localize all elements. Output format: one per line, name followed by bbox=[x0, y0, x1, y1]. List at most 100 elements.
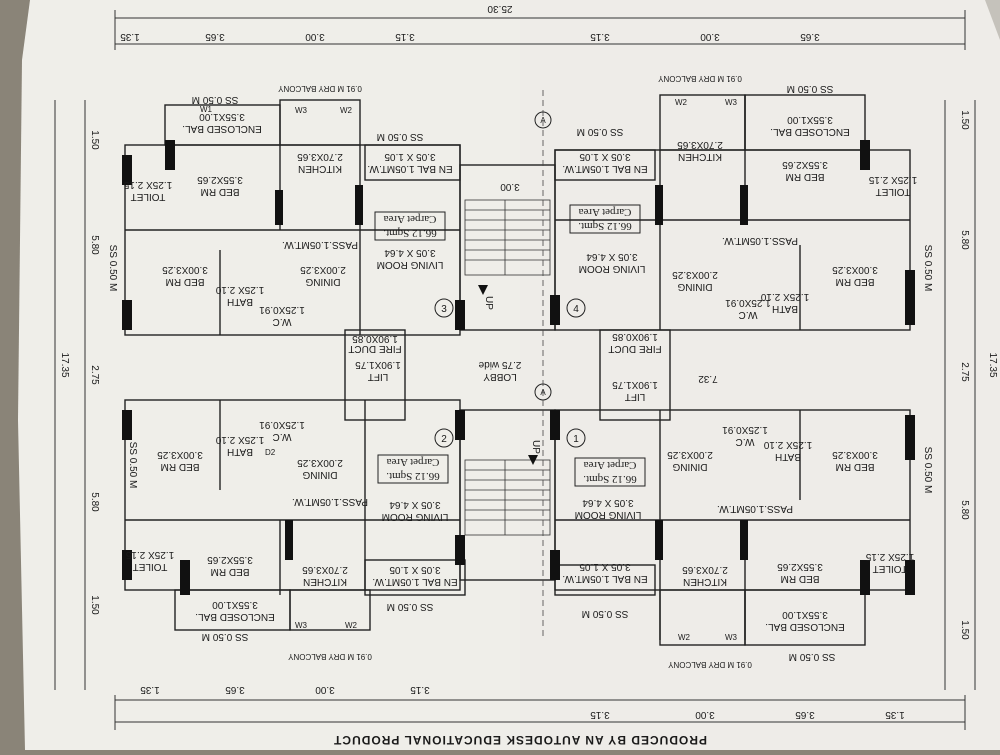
dim-left-5: 1.50 bbox=[89, 595, 100, 615]
dining-label: DINING bbox=[672, 461, 707, 472]
kitchen-label: KITCHEN bbox=[683, 576, 727, 587]
staircases bbox=[464, 199, 551, 536]
dim-left-total: 17.35 bbox=[59, 352, 70, 377]
wc-size: 1.25X0.91 bbox=[259, 419, 305, 430]
toilet-label: TOILET bbox=[133, 561, 168, 572]
passage-label: PASS.1.05MT.W. bbox=[292, 496, 368, 507]
enclosed-bal-size: 3.55X1.00 bbox=[787, 114, 833, 125]
flat-2-labels: Carpet Area 66.12 Sqmt. LIVING ROOM 3.05… bbox=[125, 419, 457, 661]
wc-label: W.C bbox=[273, 431, 292, 442]
sunshade-label: SS 0.50 M bbox=[922, 447, 933, 494]
bed2-label: BED RM bbox=[786, 171, 825, 182]
flat-number-2: 2 bbox=[441, 434, 447, 445]
bed2-size: 3.55X2.65 bbox=[207, 554, 253, 565]
wc-size: 1.25X0.91 bbox=[722, 424, 768, 435]
kitchen-label: KITCHEN bbox=[303, 576, 347, 587]
dim-top-1: 1.35 bbox=[120, 31, 140, 42]
bed1-size: 3.00X3.25 bbox=[162, 264, 208, 275]
dim-left-4: 5.80 bbox=[89, 492, 100, 512]
toilet-size: 1.25X 2.15 bbox=[123, 179, 172, 190]
up-arrow-icon bbox=[528, 455, 538, 465]
dining-size: 2.00X3.25 bbox=[672, 269, 718, 280]
living-room-label: LIVING ROOM bbox=[377, 259, 444, 270]
window-tag: W3 bbox=[725, 98, 738, 107]
en-bal-label: EN BAL 1.05MT.W. bbox=[372, 576, 457, 587]
fire-duct-left-size: 1.90X0.85 bbox=[352, 333, 398, 344]
kitchen-size: 2.70X3.65 bbox=[302, 564, 348, 575]
passage-label: PASS.1.05MT.W. bbox=[717, 503, 793, 514]
carpet-area-label: Carpet Area bbox=[383, 213, 436, 225]
window-tag: D2 bbox=[265, 448, 276, 457]
dim-right-1: 1.50 bbox=[959, 110, 970, 130]
sunshade-label: SS 0.50 M bbox=[577, 126, 624, 137]
enclosed-bal-size: 3.55X1.00 bbox=[199, 111, 245, 122]
sunshade-label: SS 0.50 M bbox=[127, 442, 138, 489]
flat-number-4: 4 bbox=[573, 304, 579, 315]
columns bbox=[122, 140, 915, 595]
living-room-label: LIVING ROOM bbox=[382, 511, 449, 522]
dry-balcony-label: 0.91 M DRY BALCONY bbox=[287, 652, 371, 661]
stair-up-label-bottom: UP bbox=[530, 440, 541, 454]
carpet-area-label: Carpet Area bbox=[583, 459, 636, 471]
up-arrow-icon bbox=[478, 285, 488, 295]
dry-balcony-label: 0.91 M DRY BALCONY bbox=[657, 74, 741, 83]
bed1-size: 3.00X3.25 bbox=[157, 449, 203, 460]
bed1-label: BED RM bbox=[836, 461, 875, 472]
dry-balcony-label: 0.91 M DRY BALCONY bbox=[277, 84, 361, 93]
dim-bottom-6: 3.00 bbox=[695, 709, 715, 720]
sunshade-label: SS 0.50 M bbox=[192, 94, 239, 105]
toilet-size: 1.25X 2.15 bbox=[865, 551, 914, 562]
bed2-label: BED RM bbox=[201, 186, 240, 197]
carpet-area-value: 66.12 Sqmt. bbox=[578, 220, 632, 232]
dim-left-2: 5.80 bbox=[89, 235, 100, 255]
carpet-area-value: 66.12 Sqmt. bbox=[583, 473, 637, 485]
dim-bottom-5: 3.15 bbox=[590, 709, 610, 720]
window-tag: W2 bbox=[675, 98, 688, 107]
enclosed-bal-size: 3.55X1.00 bbox=[782, 609, 828, 620]
living-room-size: 3.05 X 4.64 bbox=[384, 247, 436, 258]
sunshade-label: SS 0.50 M bbox=[582, 608, 629, 619]
carpet-area-label: Carpet Area bbox=[386, 456, 439, 468]
carpet-area-label: Carpet Area bbox=[578, 206, 631, 218]
en-bal-size: 3.05 X 1.05 bbox=[389, 564, 441, 575]
kitchen-size: 2.70X3.65 bbox=[677, 139, 723, 150]
stair-up-label-top: UP bbox=[483, 296, 494, 310]
bed2-size: 3.55X2.65 bbox=[197, 174, 243, 185]
enclosed-bal-label: ENCLOSED BAL. bbox=[770, 126, 849, 137]
bed1-label: BED RM bbox=[166, 276, 205, 287]
living-room-label: LIVING ROOM bbox=[575, 509, 642, 520]
window-tag: W3 bbox=[295, 106, 308, 115]
bath-label: BATH bbox=[772, 303, 798, 314]
bath-size: 1.25X 2.10 bbox=[215, 284, 264, 295]
en-bal-label: EN BAL 1.05MT.W. bbox=[367, 163, 452, 174]
living-room-label: LIVING ROOM bbox=[579, 263, 646, 274]
window-tag: W2 bbox=[340, 106, 353, 115]
wc-label: W.C bbox=[736, 436, 755, 447]
sunshade-label: SS 0.50 M bbox=[789, 651, 836, 662]
flat-number-1: 1 bbox=[573, 434, 579, 445]
flat-3-labels: Carpet Area 66.12 Sqmt. LIVING ROOM 3.05… bbox=[107, 84, 453, 327]
kitchen-size: 2.70X3.65 bbox=[682, 564, 728, 575]
lift-right-size: 1.90X1.75 bbox=[612, 379, 658, 390]
dim-bottom-2: 3.65 bbox=[225, 684, 245, 695]
footer-watermark: PRODUCED BY AN AUTODESK EDUCATIONAL PROD… bbox=[333, 733, 707, 747]
bed1-size: 3.00X3.25 bbox=[832, 264, 878, 275]
dim-stair-width: 3.00 bbox=[500, 181, 520, 192]
dim-top-4: 3.15 bbox=[395, 31, 415, 42]
fire-duct-left-label: FIRE DUCT bbox=[348, 343, 401, 354]
bed2-label: BED RM bbox=[781, 573, 820, 584]
sunshade-label: SS 0.50 M bbox=[107, 245, 118, 292]
toilet-label: TOILET bbox=[876, 186, 911, 197]
flat-number-3: 3 bbox=[441, 304, 447, 315]
window-tag: W3 bbox=[725, 633, 738, 642]
dining-size: 2.00X3.25 bbox=[667, 449, 713, 460]
kitchen-label: KITCHEN bbox=[678, 151, 722, 162]
window-tag: W1 bbox=[200, 105, 213, 114]
flat-4-labels: Carpet Area 66.12 Sqmt. LIVING ROOM 3.05… bbox=[562, 74, 933, 320]
bed1-label: BED RM bbox=[161, 461, 200, 472]
toilet-size: 1.25X 2.15 bbox=[868, 174, 917, 185]
dim-top-2: 3.65 bbox=[205, 31, 225, 42]
window-tag: W2 bbox=[345, 621, 358, 630]
fire-duct-right-size: 1.90X0.85 bbox=[612, 331, 658, 342]
